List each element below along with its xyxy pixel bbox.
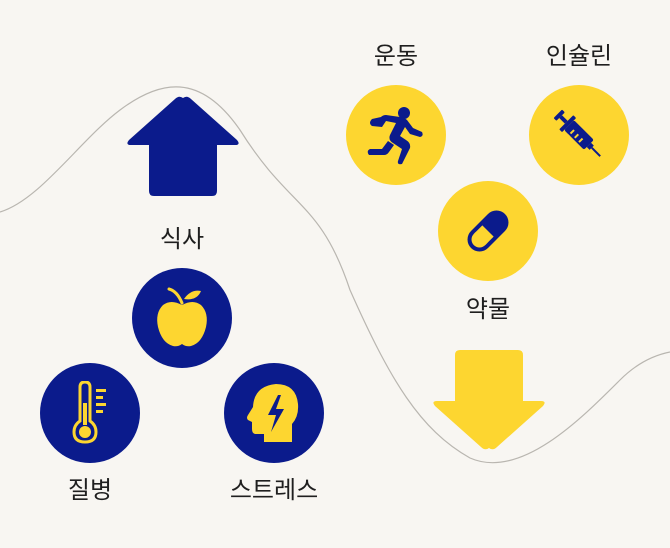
- up-arrow-icon: [127, 96, 239, 196]
- meal-circle: [132, 268, 232, 368]
- exercise-label: 운동: [373, 42, 419, 70]
- exercise-circle: [346, 85, 446, 185]
- pill-icon: [467, 210, 509, 252]
- stress-circle: [224, 363, 324, 463]
- thermometer-icon: [72, 381, 106, 444]
- syringe-icon: [553, 109, 601, 157]
- stressed-head-icon: [247, 384, 299, 442]
- illness-label: 질병: [67, 476, 113, 504]
- meal-label: 식사: [159, 225, 205, 253]
- apple-icon: [157, 287, 207, 347]
- insulin-circle: [529, 85, 629, 185]
- insulin-label: 인슐린: [545, 42, 613, 70]
- down-arrow-icon: [433, 350, 545, 450]
- stress-label: 스트레스: [229, 476, 319, 504]
- illness-circle: [40, 363, 140, 463]
- medication-label: 약물: [465, 295, 511, 323]
- running-person-icon: [367, 107, 423, 165]
- medication-circle: [438, 181, 538, 281]
